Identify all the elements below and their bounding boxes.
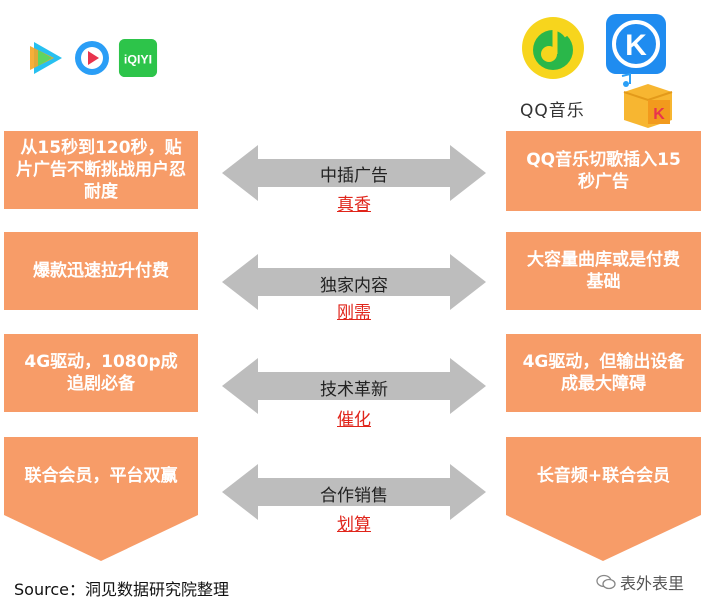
kugou-kids-logo: K [616,70,680,130]
arrow-sub-4: 划算 [337,515,371,535]
svg-text:K: K [653,106,665,123]
arrow-label-3: 技术革新 [320,380,388,400]
right-box-4: 长音频+联合会员 [536,466,671,486]
arrow-label-1: 中插广告 [320,166,388,186]
right-box-3: 4G驱动，但输出设备成最大障碍 [506,334,701,412]
arrow-sub-2: 刚需 [337,303,371,323]
arrow-sub-3: 催化 [337,410,371,430]
right-box-2: 大容量曲库或是付费基础 [506,232,701,310]
arrow-label-2: 独家内容 [320,276,388,296]
double-arrow-4 [222,464,486,520]
double-arrow-2 [222,254,486,310]
wechat-icon [596,574,616,590]
source-note: Source：洞见数据研究院整理 [14,580,229,599]
arrow-label-4: 合作销售 [320,486,388,506]
qq-music-logo [519,14,587,82]
left-box-3: 4G驱动，1080p成追剧必备 [4,334,198,412]
svg-text:K: K [625,29,647,62]
youku-logo [72,38,112,78]
right-box-4-shape [506,437,701,561]
left-box-2: 爆款迅速拉升付费 [4,232,198,310]
iqiyi-logo: iQIYI [118,38,158,78]
kugou-logo: K [604,12,668,76]
qq-music-label: QQ音乐 [520,101,585,121]
double-arrow-1 [222,145,486,201]
left-box-4: 联合会员，平台双赢 [24,466,178,486]
watermark-text: 表外表里 [620,574,685,593]
left-box-1: 从15秒到120秒，贴片广告不断挑战用户忍耐度 [4,131,198,209]
left-box-4-shape [4,437,198,561]
tencent-video-logo [26,38,66,78]
svg-text:iQIYI: iQIYI [124,53,152,67]
watermark: 表外表里 [596,570,684,594]
video-app-logos: iQIYI [26,38,158,78]
double-arrow-3 [222,358,486,414]
right-box-1: QQ音乐切歌插入15秒广告 [506,131,701,211]
arrow-sub-1: 真香 [337,195,371,215]
